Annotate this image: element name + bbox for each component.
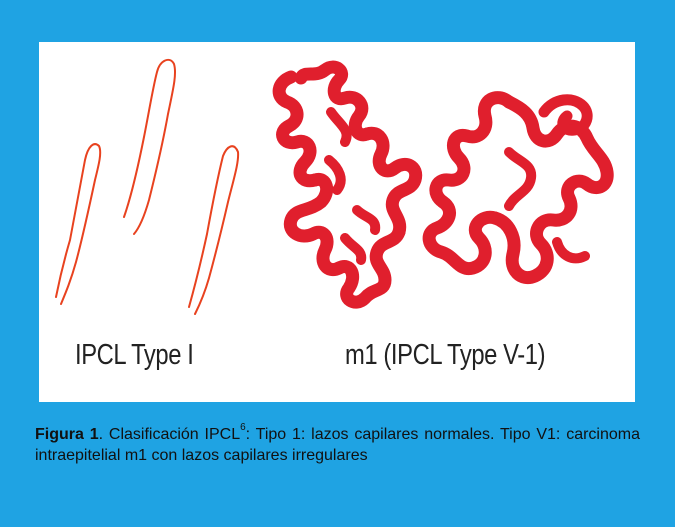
figure-caption: Figura 1. Clasificación IPCL6: Tipo 1: l…	[35, 424, 640, 466]
caption-text-part1: . Clasificación IPCL	[99, 426, 240, 443]
irregular-capillary-cluster-1-drawing	[279, 67, 416, 302]
normal-capillary-loop-1-drawing	[56, 144, 100, 304]
label-ipcl-type-v1: m1 (IPCL Type V-1)	[345, 339, 545, 372]
label-ipcl-type-i: IPCL Type I	[75, 339, 193, 372]
caption-figure-label: Figura 1	[35, 426, 99, 443]
figure-panel: IPCL Type I m1 (IPCL Type V-1)	[39, 42, 635, 402]
normal-capillary-loop-3-drawing	[189, 146, 238, 314]
normal-capillary-loop-2-drawing	[124, 60, 175, 234]
irregular-capillary-cluster-2-drawing	[429, 98, 607, 278]
